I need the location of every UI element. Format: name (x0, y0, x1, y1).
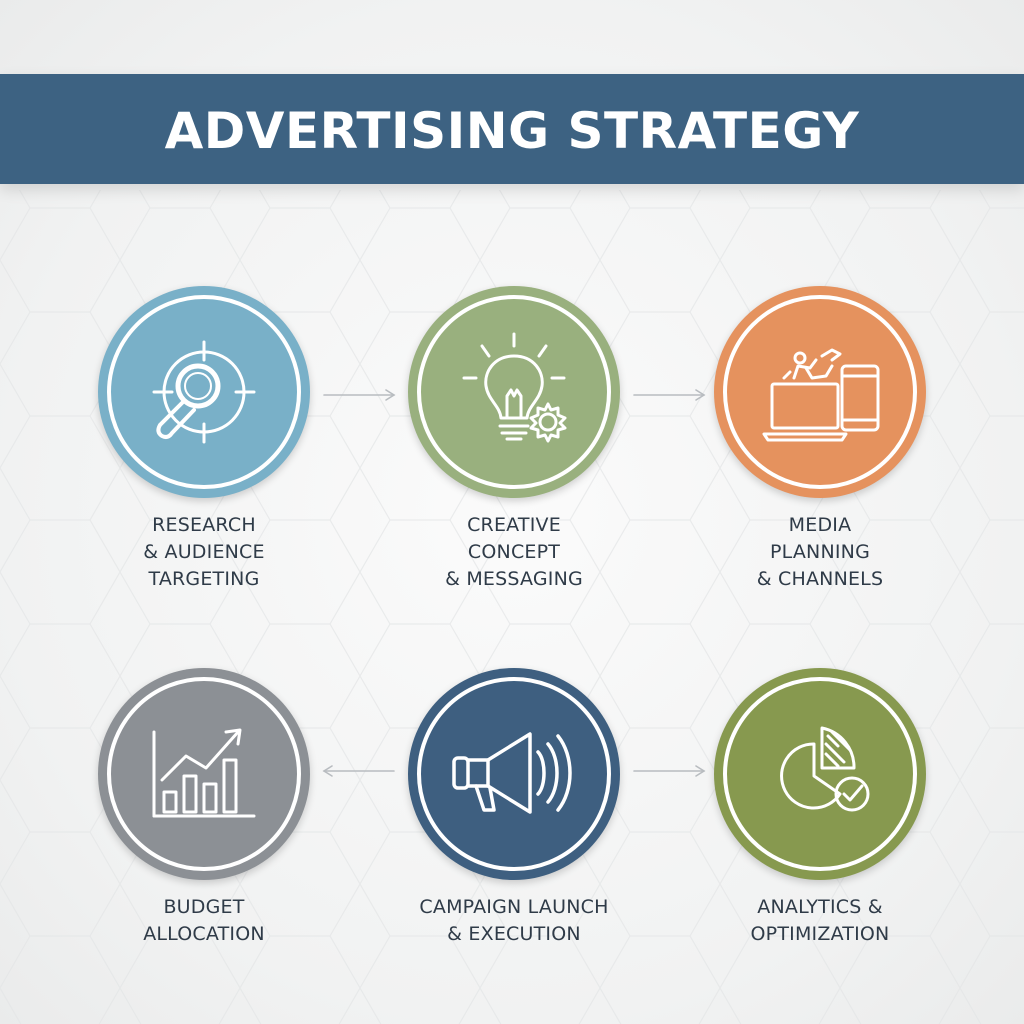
label-line: & AUDIENCE (143, 541, 265, 563)
lightbulb-gear-icon (462, 332, 567, 443)
label-line: CAMPAIGN LAUNCH (419, 896, 609, 918)
bar-chart-icon (152, 728, 256, 818)
creative-circle (408, 286, 620, 498)
label-campaign: CAMPAIGN LAUNCH & EXECUTION (384, 894, 644, 948)
label-creative: CREATIVE CONCEPT & MESSAGING (384, 512, 644, 593)
label-research: RESEARCH & AUDIENCE TARGETING (74, 512, 334, 593)
arrow-research-to-creative (323, 389, 396, 401)
budget-circle (98, 668, 310, 880)
devices-icon (762, 348, 880, 442)
label-line: PLANNING (769, 541, 871, 563)
label-line: ALLOCATION (143, 923, 265, 945)
circle-ring (723, 295, 917, 489)
label-analytics: ANALYTICS & OPTIMIZATION (690, 894, 950, 948)
magnifier-target-icon (152, 340, 256, 444)
label-line: CONCEPT (467, 541, 561, 563)
circle-ring (723, 677, 917, 871)
label-line: MEDIA (788, 514, 852, 536)
page-title: ADVERTISING STRATEGY (164, 102, 860, 160)
arrow-campaign-to-analytics (633, 765, 706, 777)
label-budget: BUDGET ALLOCATION (74, 894, 334, 948)
arrow-campaign-to-budget (322, 765, 395, 777)
circle-ring (107, 295, 301, 489)
label-line: & EXECUTION (447, 923, 581, 945)
research-circle (98, 286, 310, 498)
analytics-circle (714, 668, 926, 880)
label-line: RESEARCH (152, 514, 256, 536)
circle-ring (417, 295, 611, 489)
label-line: ANALYTICS & (757, 896, 883, 918)
megaphone-icon (452, 732, 572, 814)
media-circle (714, 286, 926, 498)
pie-chart-check-icon (780, 726, 870, 812)
label-media: MEDIA PLANNING & CHANNELS (690, 512, 950, 593)
circle-ring (107, 677, 301, 871)
circle-ring (417, 677, 611, 871)
label-line: & CHANNELS (756, 568, 884, 590)
campaign-circle (408, 668, 620, 880)
label-line: & MESSAGING (445, 568, 583, 590)
label-line: TARGETING (148, 568, 260, 590)
label-line: BUDGET (163, 896, 245, 918)
label-line: CREATIVE (467, 514, 561, 536)
label-line: OPTIMIZATION (750, 923, 890, 945)
arrow-creative-to-media (633, 389, 706, 401)
title-banner: ADVERTISING STRATEGY (0, 74, 1024, 184)
